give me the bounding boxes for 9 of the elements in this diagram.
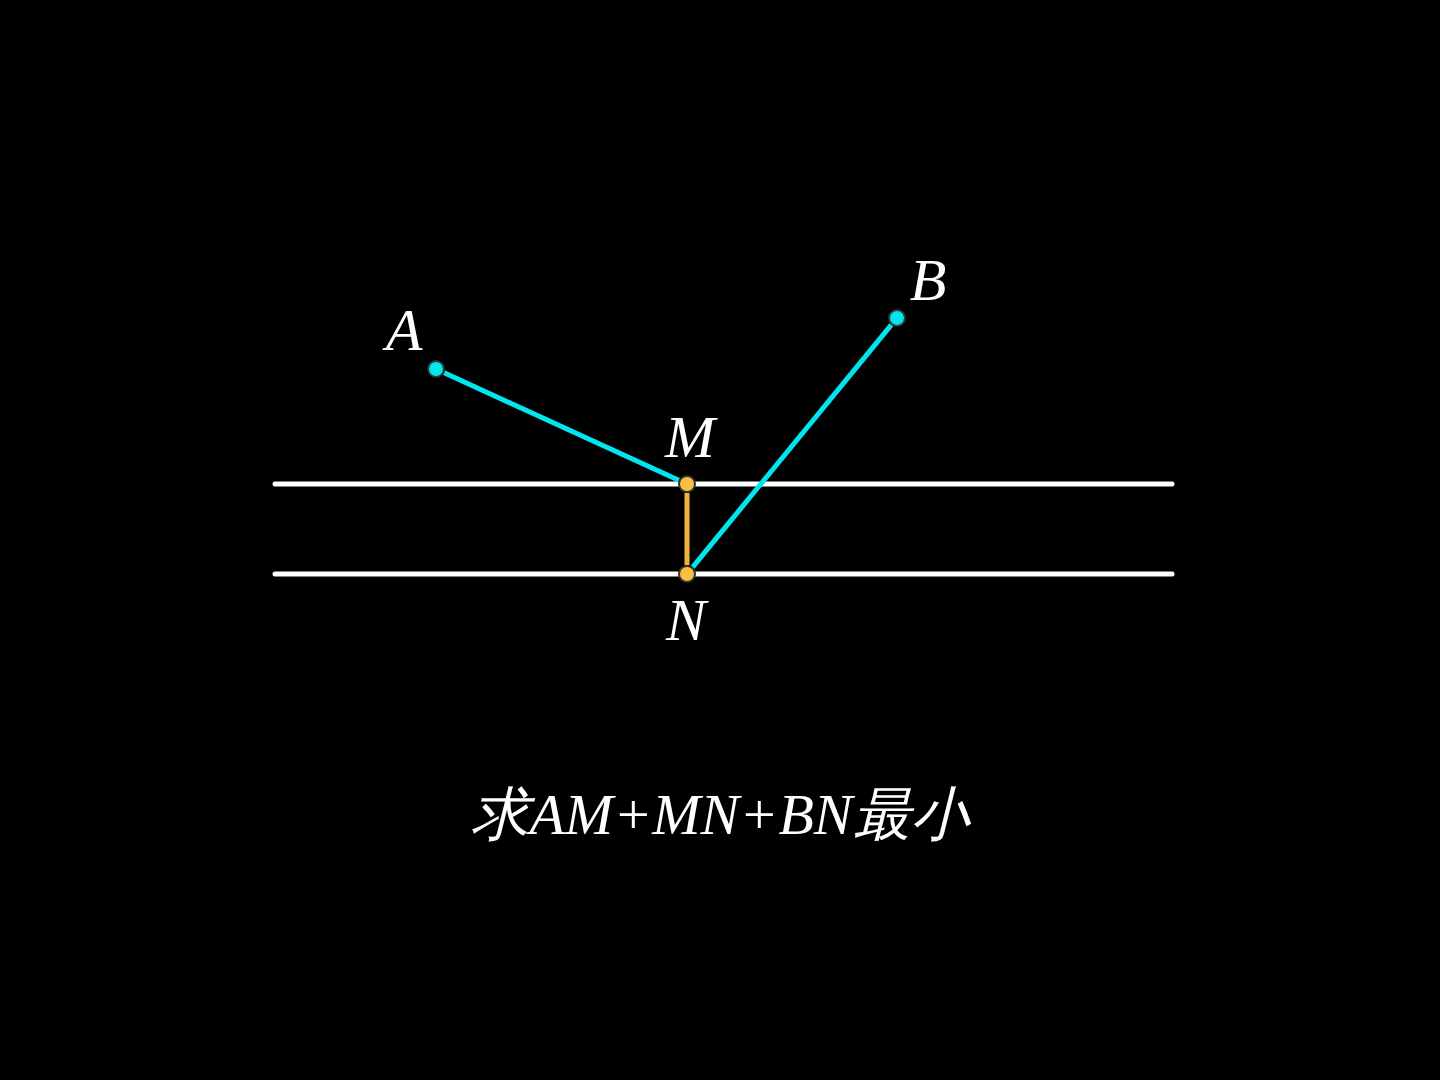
line-segment	[684, 493, 690, 565]
point-dot	[888, 309, 906, 327]
point-label: B	[909, 250, 947, 310]
point-dot	[427, 360, 445, 378]
caption: 求AM+MN+BN最小	[471, 781, 969, 849]
line-segment	[443, 370, 680, 483]
point-dot	[678, 475, 696, 493]
line-segment	[690, 323, 894, 569]
point-dot	[678, 565, 696, 583]
